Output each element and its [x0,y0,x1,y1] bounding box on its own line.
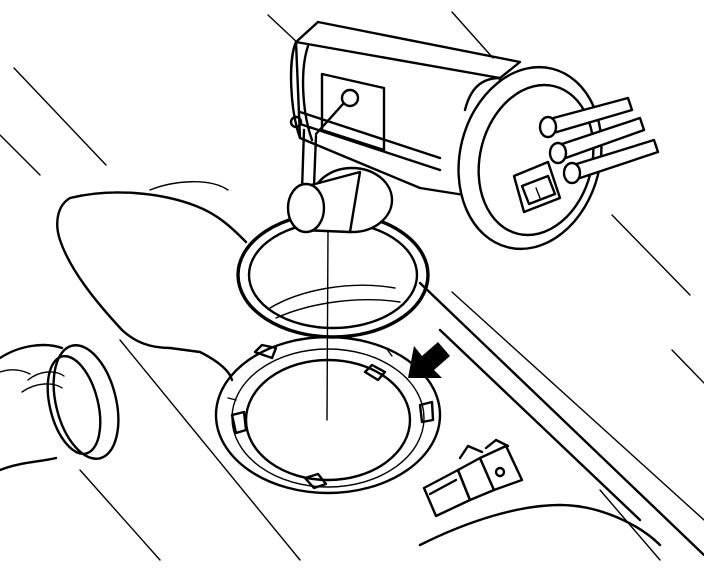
fuel-pipe-top-edge [0,343,64,360]
fuel-pipe-ring [27,371,65,381]
tank-edge-line [611,214,691,296]
seal-ring-inner [247,220,419,330]
tank-edge-line [671,349,704,384]
module-connector-pin [535,187,541,199]
fuel-line-end [538,115,558,139]
connector-clip [484,438,510,450]
module-housing-edge [301,44,314,142]
tank-edge-line [267,14,301,46]
lock-ring [231,348,425,488]
connector-ridge [428,478,458,496]
fuel-pipe-flange-outer [52,344,120,460]
tank-ridge-line [119,339,301,561]
module-strut [312,134,318,188]
module-rail [298,122,442,172]
tank-ridge-line [418,281,704,557]
connector-terminal [494,466,506,478]
module-sender-arm [314,102,345,136]
fuel-pipe-bottom-edge [0,456,58,472]
electrical-connector [422,438,524,518]
fuel-tank [0,11,704,561]
tank-surface-outline [68,191,248,244]
module-window [320,72,386,152]
tank-edge-line [13,67,107,166]
float-cap [286,182,326,234]
module-flange [457,65,603,251]
direction-arrow [408,342,450,378]
module-sender-pivot [340,88,360,108]
lock-ring-tab [253,343,278,360]
lock-ring-notch [227,397,237,401]
fuel-line-fittings [538,96,660,185]
fuel-pipe-ring [21,383,63,393]
fuel-line-end [562,161,582,185]
tank-edge-line [0,134,41,176]
module-housing-top [294,20,522,80]
module-connector-body [512,160,562,214]
tank-surface-outline [149,181,229,191]
fuel-line-end [548,141,568,165]
alignment-line [326,229,329,421]
tank-edge-line [451,11,494,59]
module-strut [300,128,306,192]
module-rivet [289,115,303,129]
module-connector-socket [520,174,557,206]
module-housing [294,40,502,202]
fuel-pipe-ring [0,369,31,375]
tank-lower-edge [418,503,662,547]
fuel-pump-module [286,20,660,251]
seal-ring-shading [269,284,396,309]
fuel-pipe-flange-inner [46,354,102,456]
tank-surface-outline [56,196,234,382]
module-housing-edge [289,40,302,140]
tank-ridge-line [451,291,704,521]
float [286,166,394,234]
lock-ring-notch [385,347,393,357]
module-rail [298,110,442,160]
connector-clip [458,444,484,460]
arrow-down-left-icon [408,342,450,378]
tank-edge-line [599,489,661,561]
lock-ring-tab [230,410,248,435]
seal-ring-shading [275,299,401,319]
tank-ridge-line [438,328,642,522]
lock-ring-tab [363,363,387,382]
lock-ring-tab [303,472,328,490]
fuel-pipe [0,343,120,472]
tank-edge-line [79,469,161,561]
lock-ring-tab [418,400,435,424]
module-connector [512,160,562,214]
module-flange-edge [463,76,502,112]
tank-opening-inner-rim [244,358,412,482]
